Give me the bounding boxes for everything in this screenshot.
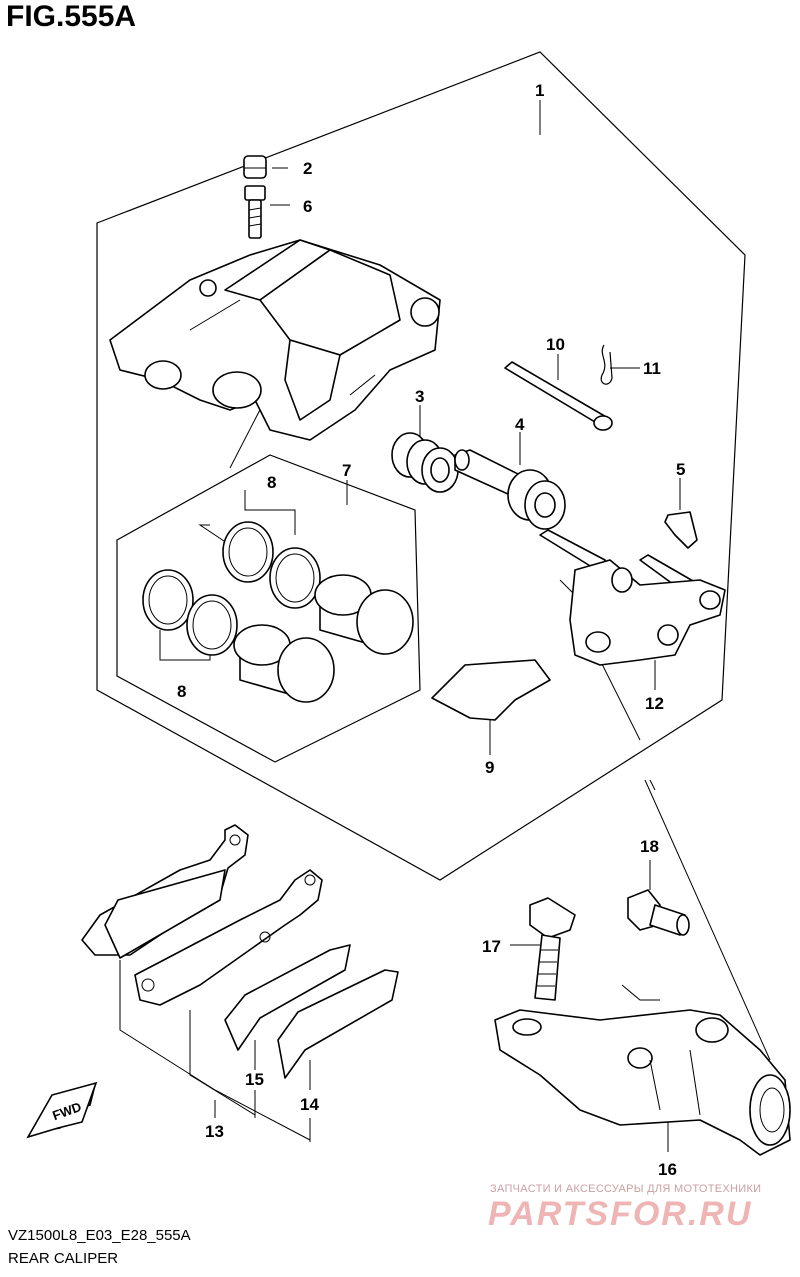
callout-7: 7 (342, 461, 351, 480)
slide-sleeve (454, 449, 566, 530)
bleeder-cap (243, 155, 267, 179)
caliper-holder (494, 1009, 791, 1156)
callout-16: 16 (658, 1160, 677, 1179)
pistons (233, 574, 414, 703)
pad-pin (504, 361, 613, 431)
watermark-brand: PARTSFOR.RU (488, 1195, 753, 1233)
pin-clip (600, 344, 613, 385)
callout-11: 11 (643, 359, 661, 378)
callout-6: 6 (303, 197, 312, 216)
callout-14: 14 (300, 1095, 319, 1114)
caliper-body (109, 239, 441, 441)
caliper-bracket (539, 529, 726, 666)
callout-18: 18 (640, 837, 659, 856)
callout-10: 10 (546, 335, 565, 354)
callout-2: 2 (303, 159, 312, 178)
callout-9: 9 (485, 758, 494, 777)
figure-description: REAR CALIPER (8, 1250, 119, 1267)
callout-15: 15 (245, 1070, 264, 1089)
bleeder-valve (244, 185, 266, 239)
callout-12: 12 (645, 694, 664, 713)
piston-kit-outline (116, 454, 421, 763)
callout-8-top: 8 (267, 473, 276, 492)
callout-13: 13 (205, 1122, 224, 1141)
callout-3: 3 (415, 387, 424, 406)
pad-spring (431, 659, 551, 721)
callout-8-bottom: 8 (177, 682, 186, 701)
callout-17: 17 (482, 937, 501, 956)
dust-boot (391, 432, 459, 493)
pad-shims (224, 944, 399, 1079)
callout-4: 4 (515, 415, 525, 434)
callout-5: 5 (676, 460, 685, 479)
watermark-tagline: ЗАПЧАСТИ И АКСЕССУАРЫ ДЛЯ МОТОТЕХНИКИ (490, 1183, 762, 1195)
figure-title: FIG.555A (6, 0, 137, 33)
model-code: VZ1500L8_E03_E28_555A (8, 1227, 191, 1244)
pad-spring-clip (664, 511, 698, 549)
bracket-bolt (529, 897, 576, 1001)
brake-pads (81, 824, 323, 1006)
caliper-assembly-outline (96, 51, 746, 881)
callout-numbers: 1 2 6 3 4 5 7 8 8 9 10 11 12 13 14 15 16… (177, 81, 685, 1179)
callout-1: 1 (535, 81, 544, 100)
caliper-bolt (627, 889, 690, 936)
leader-lines (119, 100, 771, 1152)
piston-seals (142, 521, 321, 656)
forward-direction-badge: FWD (26, 1081, 98, 1139)
